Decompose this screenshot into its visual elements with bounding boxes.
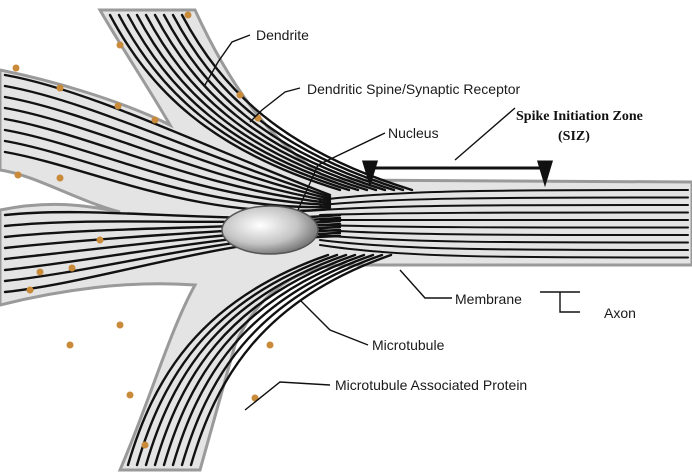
microtubule-strand: [126, 13, 360, 192]
dendrite-leader: [204, 34, 251, 86]
spine-leader: [249, 87, 301, 123]
microtubule-strand: [180, 13, 414, 192]
microtubule-strand: [319, 229, 689, 236]
microtubule-strand: [108, 13, 342, 192]
microtubule-strand: [3, 106, 332, 203]
label-spine-receptor: Dendritic Spine/Synaptic Receptor: [307, 81, 521, 97]
receptor-dot: [12, 64, 20, 72]
receptor-dot: [96, 236, 104, 244]
siz-bracket: [361, 160, 554, 188]
receptor-dot: [116, 321, 124, 329]
microtubule-strand: [126, 253, 330, 467]
receptor-dot: [116, 41, 124, 49]
microtubule-strand: [162, 13, 396, 192]
microtubule-strand: [3, 139, 332, 209]
microtubule-strand: [319, 196, 689, 206]
receptor-dot: [36, 268, 44, 276]
microtubule-strand: [162, 253, 366, 467]
membrane-leader: [399, 269, 452, 299]
microtubule-strand: [144, 253, 348, 467]
receptor-dot: [236, 91, 244, 99]
label-membrane: Membrane: [455, 291, 522, 307]
receptor-dot: [56, 174, 64, 182]
receptor-dot: [126, 391, 134, 399]
label-map: Microtubule Associated Protein: [335, 377, 527, 393]
microtubule-strand: [3, 117, 332, 205]
microtubule-strand: [171, 253, 375, 467]
microtubule-leader: [299, 299, 369, 346]
microtubule-strand: [319, 211, 689, 216]
microtubule-strand: [135, 13, 369, 192]
microtubule-strand: [153, 13, 387, 192]
microtubule-strand: [171, 13, 405, 192]
microtubule-strand: [3, 128, 332, 207]
receptor-dot: [184, 11, 192, 19]
label-axon: Axon: [604, 305, 636, 321]
microtubule-strand: [3, 84, 332, 199]
receptor-dot: [14, 171, 22, 179]
microtubule-strand: [3, 73, 332, 197]
microtubule-strand: [144, 13, 378, 192]
leader-lines: [204, 34, 580, 411]
receptor-dot: [68, 264, 76, 272]
nucleus-leader: [297, 132, 386, 211]
microtubule-strand: [319, 204, 689, 211]
receptor-dot: [266, 341, 274, 349]
receptor-dot: [66, 341, 74, 349]
receptor-dot: [114, 102, 122, 110]
siz-leader: [454, 107, 516, 161]
nucleus-body: [221, 205, 319, 255]
microtubule-strand: [319, 224, 689, 229]
axon-bracket: [540, 291, 580, 313]
microtubule-strand: [319, 189, 689, 201]
receptor-dot: [26, 286, 34, 294]
label-nucleus: Nucleus: [388, 125, 439, 141]
receptor-dot: [56, 84, 64, 92]
microtubule-strand: [319, 244, 689, 259]
microtubule-strand: [117, 13, 351, 192]
microtubule-strand: [189, 253, 393, 467]
label-microtubule: Microtubule: [372, 337, 445, 353]
microtubule-strand: [135, 253, 339, 467]
microtubule-strand: [180, 253, 384, 467]
receptor-dot: [141, 441, 149, 449]
map-leader: [244, 381, 331, 411]
microtubule-strand: [153, 253, 357, 467]
microtubule-strand: [3, 95, 332, 201]
receptor-dot: [151, 116, 159, 124]
label-siz-line1: Spike Initiation Zone: [516, 109, 643, 124]
microtubule-strand: [319, 234, 689, 244]
label-dendrite: Dendrite: [256, 27, 309, 43]
microtubule-strand: [319, 239, 689, 251]
label-siz-line2: (SIZ): [558, 129, 590, 144]
